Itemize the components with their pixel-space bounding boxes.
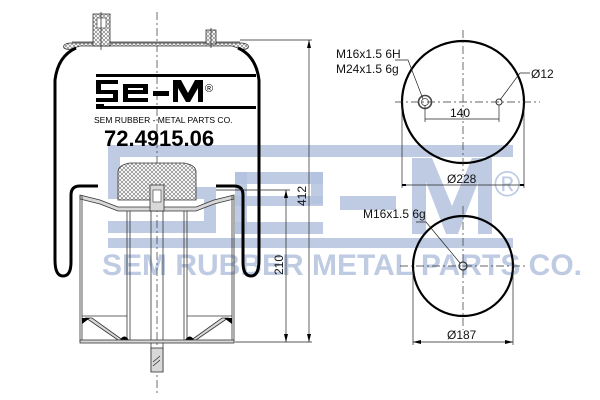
bellow-upper: [53, 46, 98, 278]
hole-diameter-callout: Ø12: [531, 67, 554, 81]
piston-diameter-label: Ø187: [447, 328, 477, 342]
air-spring-side-view: [53, 12, 261, 395]
center-thread-hole: [458, 261, 468, 271]
registered-mark: ®: [205, 83, 213, 95]
hole-spacing-label: 140: [450, 106, 470, 120]
bottom-piston-view: [400, 206, 525, 345]
top-plate-diameter-label: Ø228: [447, 172, 477, 186]
piston-height-label: 210: [272, 255, 286, 275]
company-name: SEM RUBBER - METAL PARTS CO.: [94, 115, 233, 125]
bottom-stud: [150, 347, 164, 373]
watermark: ® SEM RUBBER METAL PARTS CO.: [102, 145, 582, 282]
part-number: 72.4915.06: [104, 126, 214, 151]
overall-height-label: 412: [295, 186, 309, 206]
watermark-registered-mark: ®: [494, 163, 521, 204]
watermark-logo: [108, 145, 513, 248]
brand-logo: ®: [96, 74, 256, 109]
watermark-company-text: SEM RUBBER METAL PARTS CO.: [102, 249, 582, 282]
thread-callout-2: M24x1.5 6g: [336, 62, 399, 76]
thread-callout-1: M16x1.5 6H: [336, 47, 401, 61]
height-dimensions: 412 210: [216, 39, 312, 343]
bottom-thread-callout: M16x1.5 6g: [363, 207, 426, 221]
bump-stop: [117, 162, 197, 201]
top-plate-view: [395, 30, 540, 188]
